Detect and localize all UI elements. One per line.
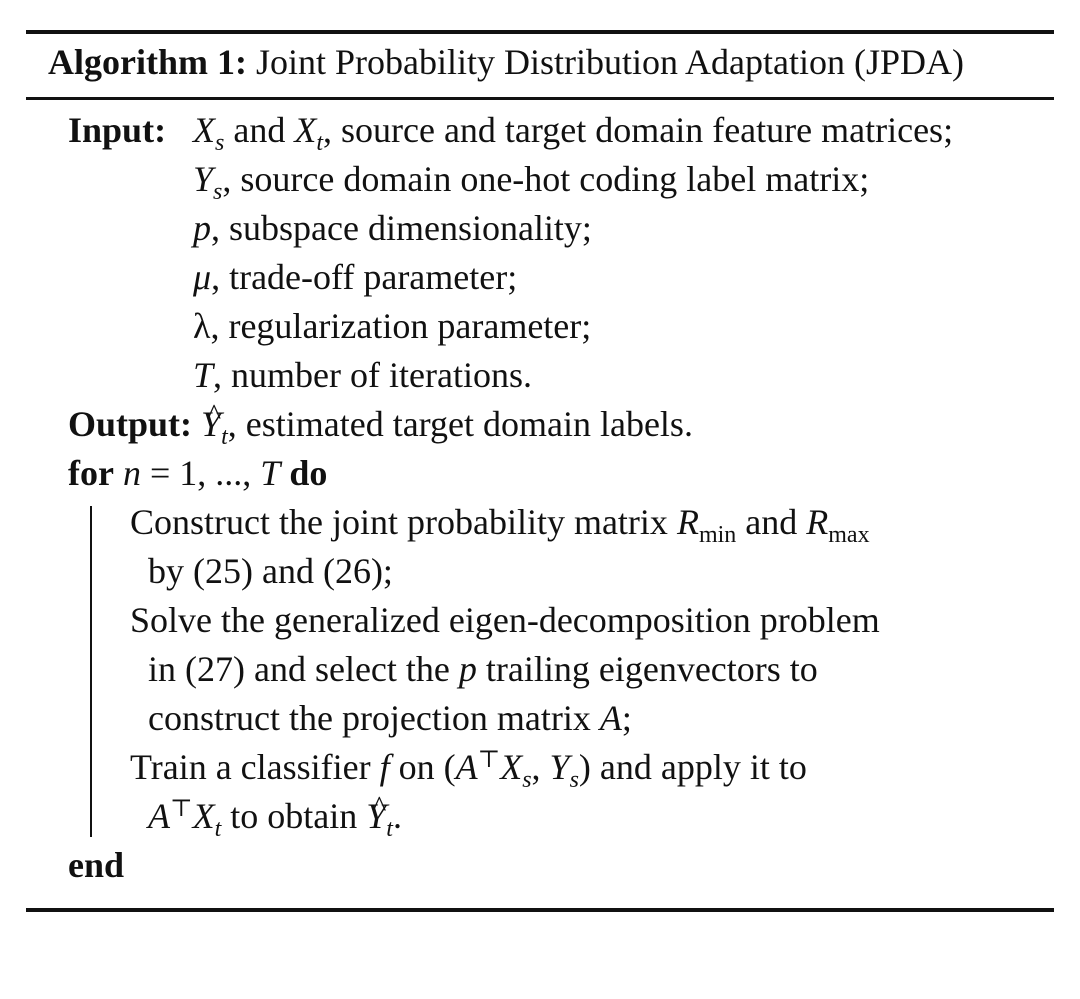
loop-body: Construct the joint probability matrix R… (90, 498, 1040, 841)
step-2-text-b1: in (27) and select the (148, 649, 459, 689)
step-3-text-b1: to obtain (221, 796, 367, 836)
algorithm-label: Algorithm 1: (48, 42, 247, 82)
input-line-features: Xs and Xt, source and target domain feat… (193, 110, 954, 156)
input-line-6-text: , number of iterations. (213, 355, 532, 395)
input-line-mu: μ, trade-off parameter; (193, 257, 518, 297)
step-3-text-a2: on ( (389, 747, 456, 787)
algorithm-body: Input: Xs and Xt, source and target doma… (26, 100, 1054, 890)
for-line: for n = 1, ..., T do (68, 453, 328, 493)
input-line-2-text: , source domain one-hot coding label mat… (222, 159, 870, 199)
output-label: Output: (68, 404, 193, 444)
step-train: Train a classifier f on (A⊤Xs, Ys) and a… (130, 743, 1040, 841)
input-block: Input: Xs and Xt, source and target doma… (68, 106, 1040, 400)
for-keyword: for (68, 453, 114, 493)
step-1-and: and (736, 502, 807, 542)
step-1-text-b: by (25) and (26); (148, 551, 393, 591)
sub-max: max (828, 522, 870, 548)
input-line-4-text: , trade-off parameter; (211, 257, 518, 297)
input-line-1-text: , source and target domain feature matri… (323, 110, 954, 150)
top-rule (26, 30, 1054, 34)
input-label: Input: (68, 110, 167, 150)
bottom-rule (26, 908, 1054, 912)
algorithm-box: Algorithm 1: Joint Probability Distribut… (26, 30, 1054, 912)
step-3-text-a1: Train a classifier (130, 747, 380, 787)
for-range: = 1, ..., (140, 453, 261, 493)
step-2-end: ; (621, 698, 632, 738)
input-line-dim: p, subspace dimensionality; (193, 208, 592, 248)
step-2-text-b2: trailing eigenvectors to (476, 649, 818, 689)
input-line-labels: Ys, source domain one-hot coding label m… (193, 159, 870, 205)
step-2-text-a: Solve the generalized eigen-decompositio… (130, 600, 880, 640)
end-keyword: end (68, 845, 125, 885)
step-solve: Solve the generalized eigen-decompositio… (130, 596, 1040, 743)
input-and: and (224, 110, 295, 150)
step-1-text-a: Construct the joint probability matrix (130, 502, 677, 542)
step-3-text-a3: ) and apply it to (578, 747, 807, 787)
step-3-text-b2: . (392, 796, 402, 836)
output-line: Output: Yt, estimated target domain labe… (68, 390, 1040, 449)
algorithm-caption: Algorithm 1: Joint Probability Distribut… (26, 34, 1054, 87)
algorithm-title: Joint Probability Distribution Adaptatio… (255, 42, 964, 82)
input-content: Xs and Xt, source and target domain feat… (193, 106, 1040, 400)
step-2-text-c: construct the projection matrix (148, 698, 600, 738)
do-keyword: do (289, 453, 328, 493)
step-construct: Construct the joint probability matrix R… (130, 498, 1040, 596)
middle-rule (26, 97, 1054, 100)
input-line-lambda: λ, regularization parameter; (193, 306, 592, 346)
input-line-3-text: , subspace dimensionality; (211, 208, 592, 248)
input-line-iterations: T, number of iterations. (193, 355, 532, 395)
output-text: , estimated target domain labels. (227, 404, 693, 444)
sub-min: min (698, 522, 737, 548)
input-line-5-text: , regularization parameter; (210, 306, 592, 346)
